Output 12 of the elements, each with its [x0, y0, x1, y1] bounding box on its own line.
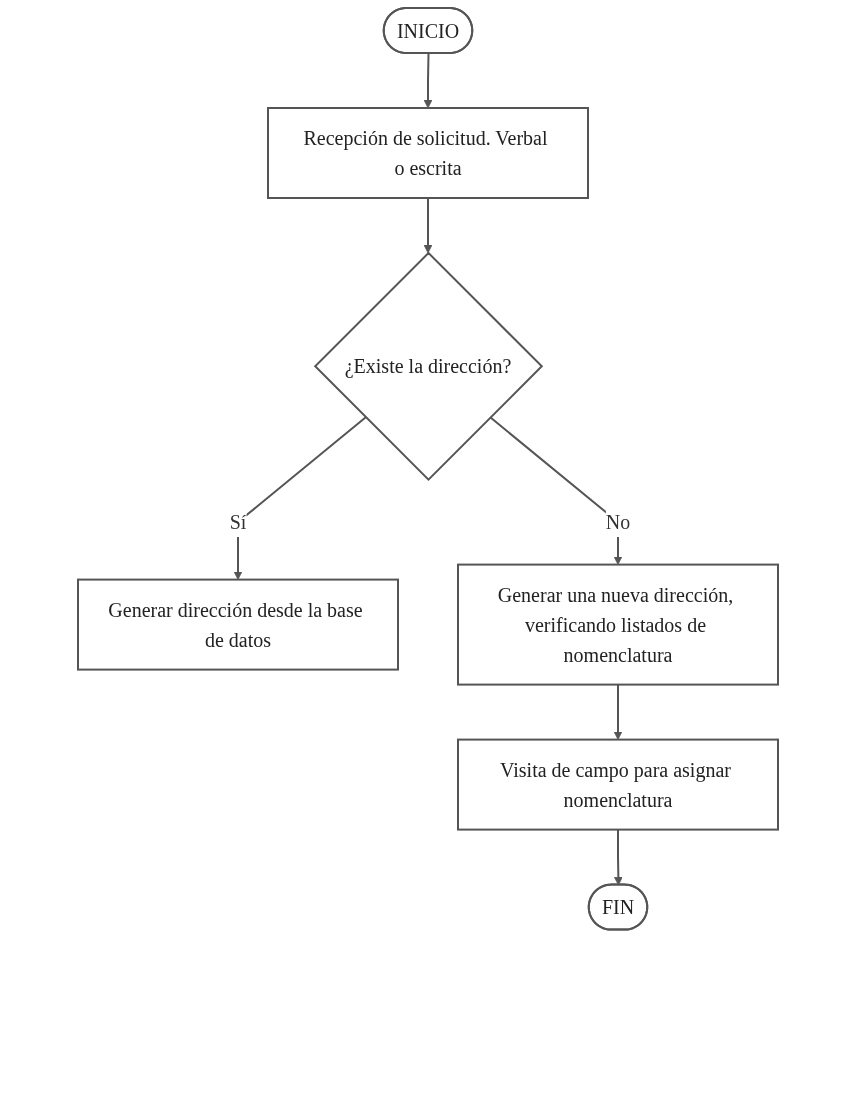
edge-label: No — [605, 511, 631, 534]
node-box: Generar una nueva dirección, verificando listados de nomenclatura — [457, 563, 779, 686]
arrow — [233, 416, 367, 580]
arrow — [613, 683, 623, 740]
arrow — [423, 52, 433, 109]
arrow — [613, 828, 623, 886]
edge-label: Sí — [229, 511, 247, 534]
node-box: Visita de campo para asignar nomenclatura — [457, 738, 779, 831]
node-diamond: ¿Existe la dirección? — [313, 251, 544, 481]
node-box: Generar dirección desde la base de datos — [77, 578, 399, 671]
arrow — [423, 197, 433, 254]
node-box: Recepción de solicitud. Verbal o escrita — [267, 107, 589, 199]
